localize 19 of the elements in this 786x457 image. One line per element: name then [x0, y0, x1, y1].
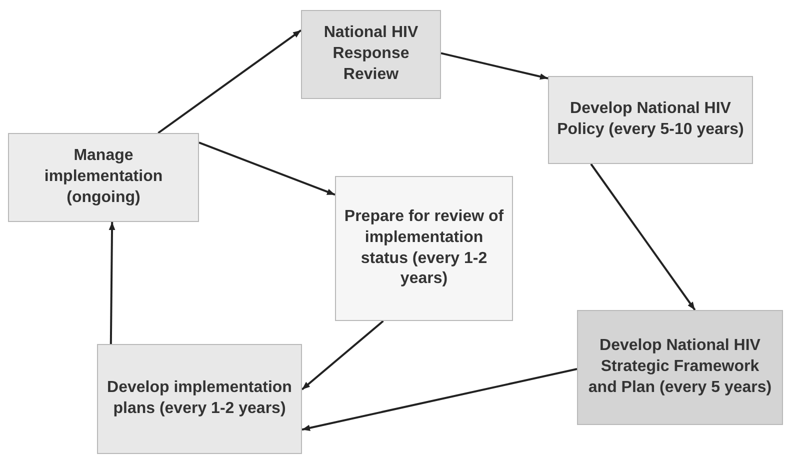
- arrow: [108, 222, 116, 344]
- arrow: [440, 52, 548, 80]
- box-label: Develop National HIV Policy (every 5-10 years): [557, 99, 744, 140]
- arrow: [198, 142, 336, 196]
- process-box: [97, 344, 302, 454]
- arrow: [158, 29, 302, 134]
- process-box: [577, 310, 783, 425]
- process-box: [335, 176, 513, 321]
- box-label: Develop implementation plans (every 1-2 years): [106, 378, 293, 419]
- box-label: Manage implementation (ongoing): [43, 146, 164, 208]
- box-label: Develop National HIV Strategic Framework and Plan (every 5 years): [587, 336, 773, 398]
- arrow: [301, 320, 384, 390]
- process-box: [548, 76, 753, 164]
- process-box: [8, 133, 199, 222]
- arrow: [302, 368, 578, 431]
- arrow: [590, 163, 696, 311]
- box-label: National HIV Response Review: [322, 23, 420, 85]
- box-label: Prepare for review of implementation status (every 1-2 years): [344, 206, 504, 290]
- process-box: [301, 10, 441, 99]
